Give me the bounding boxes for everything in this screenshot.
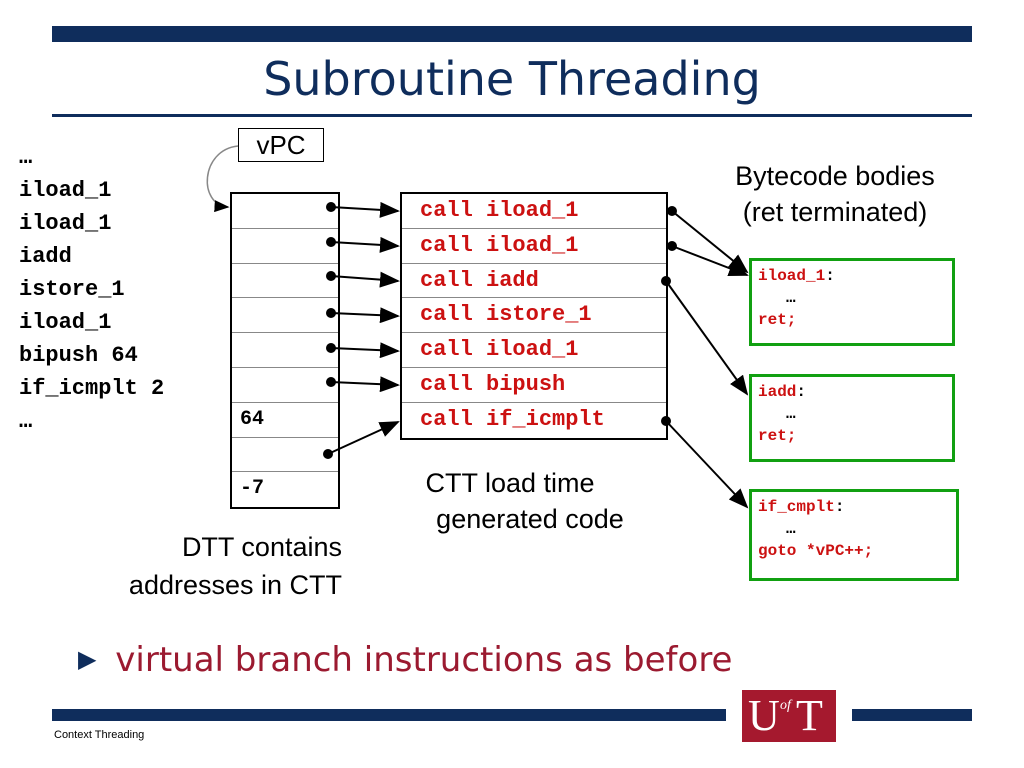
ctt-body-arrow [665, 280, 749, 396]
dtt-row [232, 194, 338, 229]
footer-text: Context Threading [54, 729, 145, 741]
body-colon: : [834, 498, 845, 516]
dtt-ctt-arrow [330, 236, 400, 253]
ctt-row: call iload_1 [402, 333, 666, 368]
body-ellipsis: … [786, 289, 796, 307]
body-header: iadd: [758, 381, 946, 403]
ctt-body-arrow [665, 420, 749, 509]
dtt-row [232, 264, 338, 299]
bytecode-line: istore_1 [19, 277, 125, 302]
body-colon: : [825, 267, 835, 285]
dtt-table: 64 -7 [230, 192, 340, 510]
dtt-ctt-arrow [330, 376, 400, 393]
ctt-row: call iadd [402, 264, 666, 299]
dtt-caption-line: addresses in CTT [128, 570, 342, 600]
ctt-caption-line: CTT load time [425, 468, 595, 498]
ctt-row: call iload_1 [402, 229, 666, 264]
body-box-iadd: iadd: … ret; [749, 374, 955, 462]
dtt-ctt-arrow [330, 307, 400, 324]
bullet-point: ▶ virtual branch instructions as before [78, 640, 732, 680]
bytecode-line: iload_1 [19, 178, 112, 203]
ctt-table: call iload_1 call iload_1 call iadd call… [400, 192, 668, 440]
body-ellipsis: … [786, 405, 796, 423]
body-name: if_cmplt [758, 498, 835, 516]
bullet-arrow-icon: ▶ [78, 645, 97, 673]
bytecode-line: iload_1 [19, 310, 112, 335]
vpc-label: vPC [238, 128, 324, 162]
bytecode-line: iload_1 [19, 211, 112, 236]
body-name: iload_1 [758, 267, 826, 285]
vpc-pointer-arrow [206, 145, 239, 213]
slide-title: Subroutine Threading [263, 52, 761, 106]
bullet-text: virtual branch instructions as before [115, 640, 733, 680]
dtt-row [232, 438, 338, 473]
body-colon: : [796, 383, 807, 401]
footer-bar-left [52, 709, 726, 721]
dtt-ctt-arrow [327, 421, 400, 455]
body-header: iload_1: [758, 265, 946, 287]
body-ellipsis: … [786, 520, 796, 538]
dtt-caption: DTT contains addresses in CTT [40, 528, 342, 604]
bytecode-line: if_icmplt 2 [19, 376, 165, 401]
dtt-row [232, 229, 338, 264]
dtt-row [232, 298, 338, 334]
dtt-ctt-arrow [330, 342, 400, 359]
bytecode-listing: … iload_1 iload_1 iadd istore_1 iload_1 … [19, 145, 164, 435]
dtt-row: 64 [232, 403, 338, 438]
footer-bar-right [852, 709, 972, 721]
header-bar-top [52, 26, 972, 42]
ctt-row: call bipush [402, 368, 666, 403]
bodies-caption: Bytecode bodies (ret terminated) [700, 158, 970, 230]
bodies-caption-line: (ret terminated) [742, 197, 928, 227]
body-ret: ret; [758, 311, 797, 329]
bodies-caption-line: Bytecode bodies [735, 161, 935, 191]
body-ret: goto *vPC++; [758, 542, 874, 560]
dtt-row [232, 333, 338, 368]
body-header: if_cmplt: [758, 496, 950, 518]
bytecode-line: iadd [19, 244, 72, 269]
bytecode-line: bipush 64 [19, 343, 138, 368]
logo-of: of [780, 698, 791, 713]
dtt-row [232, 368, 338, 403]
logo-letter-t: T [796, 691, 823, 740]
dtt-ctt-arrow [330, 271, 400, 288]
bytecode-line: … [19, 145, 33, 170]
body-ret: ret; [758, 427, 797, 445]
ctt-body-arrow [671, 245, 749, 276]
dtt-value: -7 [240, 477, 265, 501]
ctt-row: call istore_1 [402, 298, 666, 334]
body-box-iload: iload_1: … ret; [749, 258, 955, 346]
dtt-ctt-arrow [330, 201, 400, 218]
header-bar-bottom [52, 114, 972, 117]
dtt-value: 64 [240, 407, 265, 431]
ctt-row: call if_icmplt [420, 406, 605, 432]
ctt-row: call iload_1 [402, 194, 666, 229]
body-name: iadd [758, 383, 797, 401]
bytecode-line: … [19, 409, 33, 434]
ctt-caption-line: generated code [436, 504, 624, 534]
body-box-if-cmplt: if_cmplt: … goto *vPC++; [749, 489, 959, 581]
university-logo: U of T [742, 690, 836, 742]
dtt-caption-line: DTT contains [181, 532, 342, 562]
ctt-caption: CTT load time generated code [395, 465, 665, 537]
logo-letter-u: U [748, 691, 780, 740]
dtt-row: -7 [232, 472, 338, 507]
